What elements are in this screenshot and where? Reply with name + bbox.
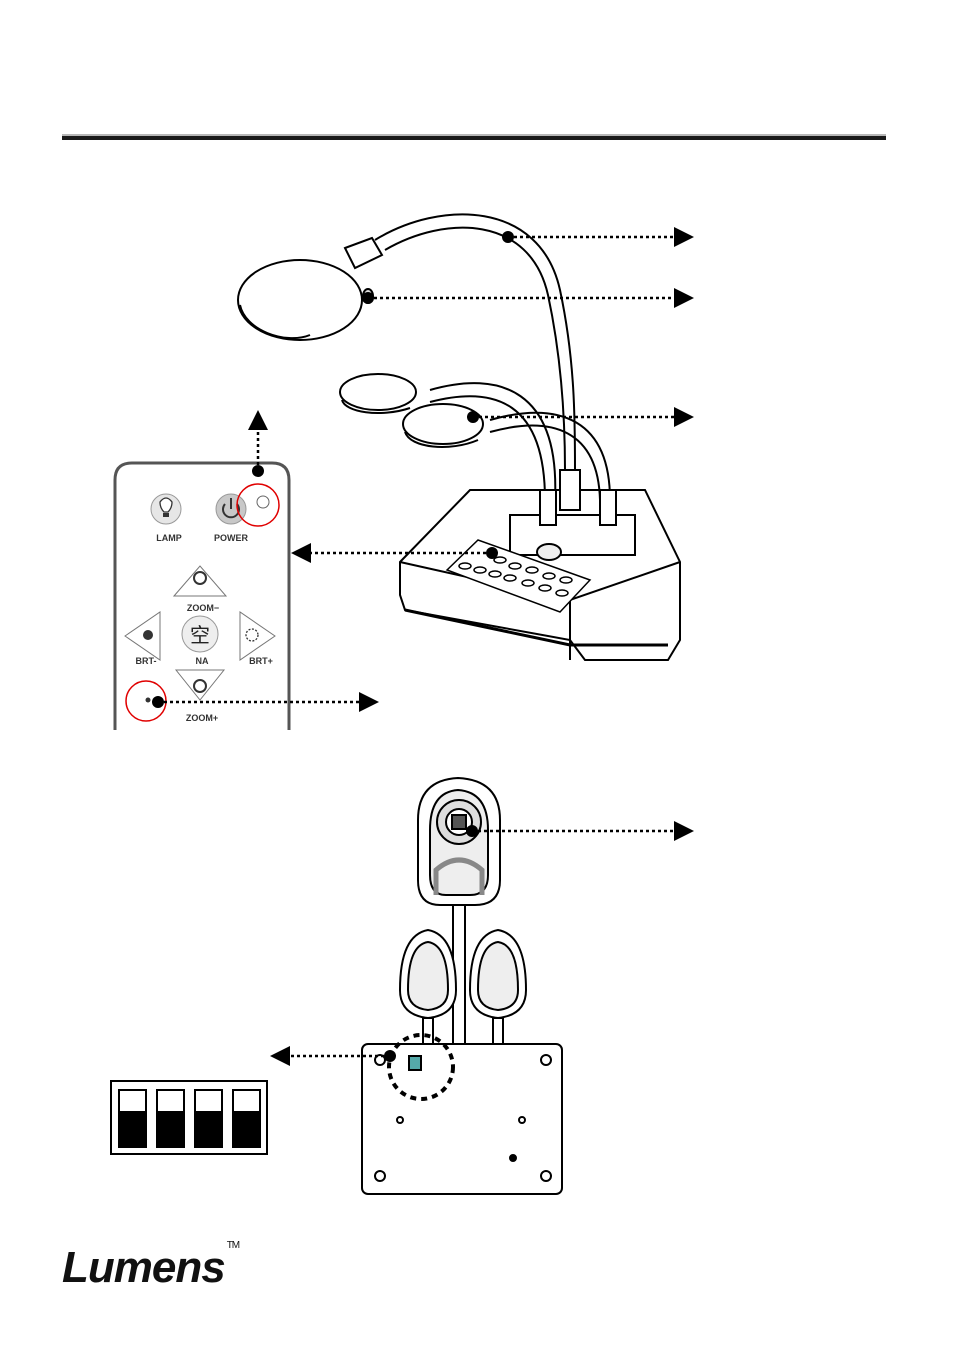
top-view-base	[361, 1043, 563, 1195]
camera-head	[237, 236, 384, 341]
callout-dots-top	[152, 231, 514, 708]
lamp-label: LAMP	[156, 533, 182, 543]
remote-control: 空	[113, 461, 291, 730]
callout-arrows-bottom	[270, 821, 694, 1066]
dip-switch	[110, 1080, 268, 1155]
gooseneck-arms	[374, 213, 617, 526]
trademark-mark: TM	[226, 1240, 240, 1252]
brt-minus-label: BRT-	[136, 656, 157, 666]
zoom-plus-label: ZOOM+	[186, 713, 218, 723]
top-view-camera	[417, 776, 501, 1046]
zoom-minus-label: ZOOM−	[187, 603, 219, 613]
callout-dots-bottom	[384, 825, 478, 1062]
side-lamps	[339, 373, 484, 448]
top-view-lamps	[398, 928, 528, 1047]
power-label: POWER	[214, 533, 249, 543]
control-panel	[445, 539, 592, 613]
callout-arrows-top	[158, 227, 694, 712]
header-rule	[62, 134, 886, 140]
na-label: NA	[196, 656, 209, 666]
brt-plus-label: BRT+	[249, 656, 273, 666]
svg-text:空: 空	[190, 623, 210, 647]
dip-switch-highlight	[387, 1033, 455, 1101]
